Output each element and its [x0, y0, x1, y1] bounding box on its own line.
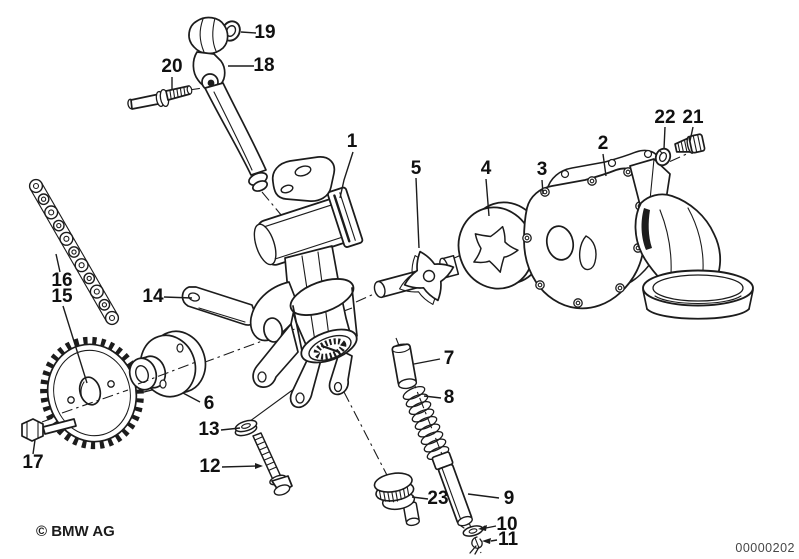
part-callout-5: 5: [410, 158, 422, 179]
part-callout-22: 22: [654, 107, 676, 128]
part-callout-2: 2: [597, 133, 609, 154]
part-callout-11: 11: [497, 529, 519, 550]
support-bracket: [181, 286, 258, 326]
drive-flange: [128, 330, 207, 398]
part-callout-12: 12: [199, 456, 221, 477]
oil-pipe-assembly: [127, 16, 269, 192]
timing-chain: [28, 178, 120, 326]
relief-valve-boss: [289, 278, 358, 364]
part-callout-16: 16: [51, 270, 73, 291]
intake-funnel: [629, 158, 754, 320]
part-callout-9: 9: [503, 488, 515, 509]
cotter-pin: [469, 536, 483, 555]
drive-sprocket: [40, 336, 144, 450]
valve-piston: [391, 343, 418, 390]
part-callout-7: 7: [443, 348, 455, 369]
part-callout-17: 17: [22, 452, 44, 473]
document-number: 00000202: [735, 541, 795, 555]
cover-bolt: [674, 133, 706, 154]
part-callout-14: 14: [142, 286, 164, 307]
part-callout-8: 8: [443, 387, 455, 408]
part-callout-4: 4: [480, 158, 492, 179]
copyright-text: © BMW AG: [36, 523, 115, 540]
inner-rotor: [373, 250, 460, 305]
part-callout-23: 23: [427, 488, 449, 509]
part-callout-3: 3: [536, 159, 548, 180]
part-callout-20: 20: [161, 56, 183, 77]
part-callout-15: 15: [51, 286, 73, 307]
valve-tube: [431, 451, 473, 527]
sprocket-bolt: [21, 418, 77, 442]
part-callout-19: 19: [254, 22, 276, 43]
part-callout-13: 13: [198, 419, 220, 440]
cover-washer: [654, 147, 672, 167]
pump-cover-plate: [522, 167, 646, 310]
oil-pump-body: [249, 156, 364, 409]
mount-bolt: [252, 432, 293, 496]
pipe-boss: [188, 16, 229, 91]
part-callout-18: 18: [253, 55, 275, 76]
part-callout-1: 1: [346, 131, 358, 152]
valve-plug: [373, 472, 420, 527]
part-callout-6: 6: [203, 393, 215, 414]
pivot-bolt: [127, 85, 193, 110]
assembly-axis-lines: [41, 84, 701, 554]
relief-valve-parts: [373, 343, 486, 555]
mount-washer: [234, 419, 258, 437]
part-callout-21: 21: [682, 107, 704, 128]
pipe-arm: [204, 82, 269, 192]
part-callout-10: 10: [496, 514, 518, 535]
leader-lines: [32, 31, 694, 544]
